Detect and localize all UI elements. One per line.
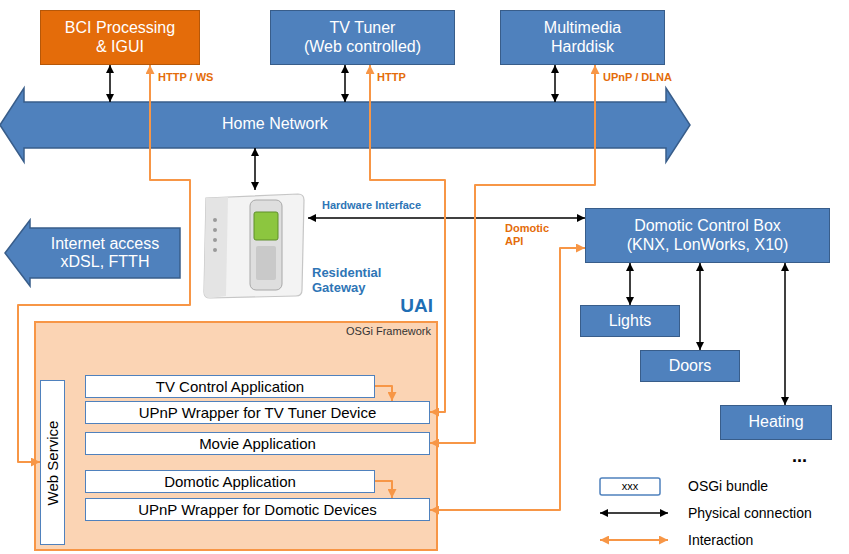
connectors (18, 65, 785, 510)
node-label: Multimedia Harddisk (515, 19, 650, 56)
device-box: Doors (640, 350, 740, 382)
node-label: Residential Gateway (312, 266, 404, 296)
gateway-led (213, 238, 217, 242)
osgi-bundle: Domotic Application (85, 470, 375, 493)
interaction-line (375, 481, 392, 498)
gateway-side (204, 197, 228, 298)
interaction-line (370, 65, 445, 412)
legend-text: Interaction (688, 532, 753, 548)
internet-arrow-shape (5, 220, 180, 286)
node-label: Internet access xDSL, FTTH (38, 235, 172, 272)
node-label: Doors (669, 357, 712, 375)
network-band: Home Network (24, 102, 666, 148)
interaction-sample (600, 539, 668, 541)
device-box: Multimedia Harddisk (500, 10, 665, 65)
node-label: Heating (748, 413, 803, 431)
node-label: TV Tuner (Web controlled) (285, 19, 440, 56)
protocol-label: HTTP / WS (158, 71, 213, 84)
device-box: BCI Processing & IGUI (40, 10, 200, 65)
node-label: TV Control Application (156, 378, 304, 395)
framework-region-shape (35, 322, 437, 550)
protocol-label: Domotic API (505, 222, 555, 247)
sample-text: xxx (600, 478, 660, 495)
node-label: UPnP Wrapper for Domotic Devices (138, 501, 377, 518)
gateway-led (213, 248, 217, 252)
gateway-picture (204, 194, 304, 298)
physical-connection (699, 263, 701, 350)
node-label: BCI Processing & IGUI (55, 19, 185, 56)
osgi-bundle: TV Control Application (85, 375, 375, 398)
osgi-bundle: UPnP Wrapper for TV Tuner Device (85, 401, 430, 424)
handset-keypad (256, 246, 276, 280)
service-bar: Web Service (40, 380, 65, 545)
node-label: Movie Application (199, 435, 316, 452)
legend-text: Physical connection (688, 505, 812, 521)
physical-connection (254, 148, 256, 190)
framework-region: UAIOSGi FrameworkWeb ServiceTV Control A… (35, 322, 437, 550)
control-box: Domotic Control Box (KNX, LonWorks, X10) (585, 208, 830, 263)
gateway-led (213, 218, 217, 222)
gateway-device: Residential Gateway (198, 190, 308, 302)
interaction-line (430, 248, 585, 510)
internet-arrow: Internet access xDSL, FTTH (30, 228, 180, 278)
physical-connection (784, 263, 786, 405)
protocol-label: UPnP / DLNA (603, 71, 672, 84)
node-shapes (0, 88, 690, 550)
legend-samples (600, 478, 668, 540)
node-label: Domotic Application (164, 473, 296, 490)
legend-text: OSGi bundle (688, 478, 768, 494)
physical-connection (629, 263, 631, 305)
node-label: UAI (400, 295, 433, 317)
physical-connection (109, 65, 111, 102)
device-box: Lights (580, 305, 680, 337)
node-label: Web Service (44, 420, 61, 505)
protocol-label: Hardware Interface (322, 199, 421, 212)
osgi-bundle: UPnP Wrapper for Domotic Devices (85, 498, 430, 521)
physical-sample (600, 512, 668, 514)
more-mark: ... (792, 446, 807, 467)
node-label: Lights (609, 312, 652, 330)
device-box: TV Tuner (Web controlled) (270, 10, 455, 65)
node-label: Domotic Control Box (KNX, LonWorks, X10) (600, 217, 815, 254)
physical-connection (308, 217, 585, 219)
physical-connection (344, 65, 346, 102)
physical-connection (554, 65, 556, 102)
gateway-led (213, 228, 217, 232)
node-label: Home Network (222, 115, 328, 133)
handset (250, 200, 282, 290)
node-sublabel: OSGi Framework (346, 325, 431, 338)
node-label: UPnP Wrapper for TV Tuner Device (139, 404, 377, 421)
device-box: Heating (720, 405, 832, 440)
handset-screen (254, 212, 278, 240)
bundle-sample (600, 478, 660, 495)
osgi-bundle: Movie Application (85, 432, 430, 455)
interaction-line (375, 386, 392, 401)
protocol-label: HTTP (377, 71, 406, 84)
interaction-line (430, 65, 595, 443)
gateway-body (204, 194, 304, 298)
